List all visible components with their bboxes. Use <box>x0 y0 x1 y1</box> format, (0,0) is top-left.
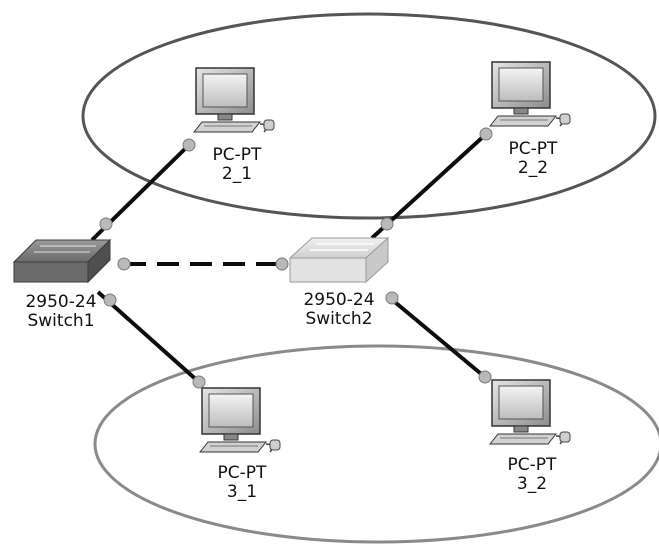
port-dot <box>275 257 289 271</box>
switch1-name: Switch1 <box>27 311 95 331</box>
group-bottom-ellipse <box>93 344 659 544</box>
port-dot <box>103 293 117 307</box>
port-dots <box>99 127 493 389</box>
pc3_2-name: 3_2 <box>516 474 548 494</box>
switch1-label: 2950-24 Switch1 <box>6 293 116 331</box>
pc2_1-name: 2_1 <box>221 164 253 184</box>
port-dot <box>380 217 394 231</box>
pc2_1-model: PC-PT <box>212 145 262 165</box>
port-dot <box>478 370 492 384</box>
port-dot <box>99 217 113 231</box>
pc-icon[interactable] <box>198 387 281 453</box>
pc3_1-name: 3_1 <box>226 482 258 502</box>
pc3_2-model: PC-PT <box>507 455 557 475</box>
pc-icon[interactable] <box>192 67 275 133</box>
switch1-icon[interactable] <box>12 238 112 284</box>
pc-icon[interactable] <box>488 379 571 445</box>
switch2-label: 2950-24 Switch2 <box>284 291 394 329</box>
switch2-name: Switch2 <box>305 309 373 329</box>
port-dot <box>192 375 206 389</box>
port-dot <box>117 257 131 271</box>
group-top-ellipse <box>81 12 657 220</box>
port-dot <box>479 127 493 141</box>
switch2-model: 2950-24 <box>303 290 375 310</box>
link-switch1-pc3_1[interactable] <box>96 290 202 385</box>
pc3_1-label: PC-PT 3_1 <box>192 464 292 502</box>
switch1-model: 2950-24 <box>25 292 97 312</box>
pc2_1-label: PC-PT 2_1 <box>187 146 287 184</box>
port-dot <box>385 291 399 305</box>
pc2_2-label: PC-PT 2_2 <box>483 140 583 178</box>
links-layer <box>90 133 488 385</box>
pc3_2-label: PC-PT 3_2 <box>482 456 582 494</box>
switch2-icon[interactable] <box>288 236 390 284</box>
pc2_2-model: PC-PT <box>508 139 558 159</box>
link-switch2-pc3_2[interactable] <box>388 296 488 380</box>
pc3_1-model: PC-PT <box>217 463 267 483</box>
pc-icon[interactable] <box>488 61 571 127</box>
pc2_2-name: 2_2 <box>517 158 549 178</box>
port-dot <box>182 138 196 152</box>
